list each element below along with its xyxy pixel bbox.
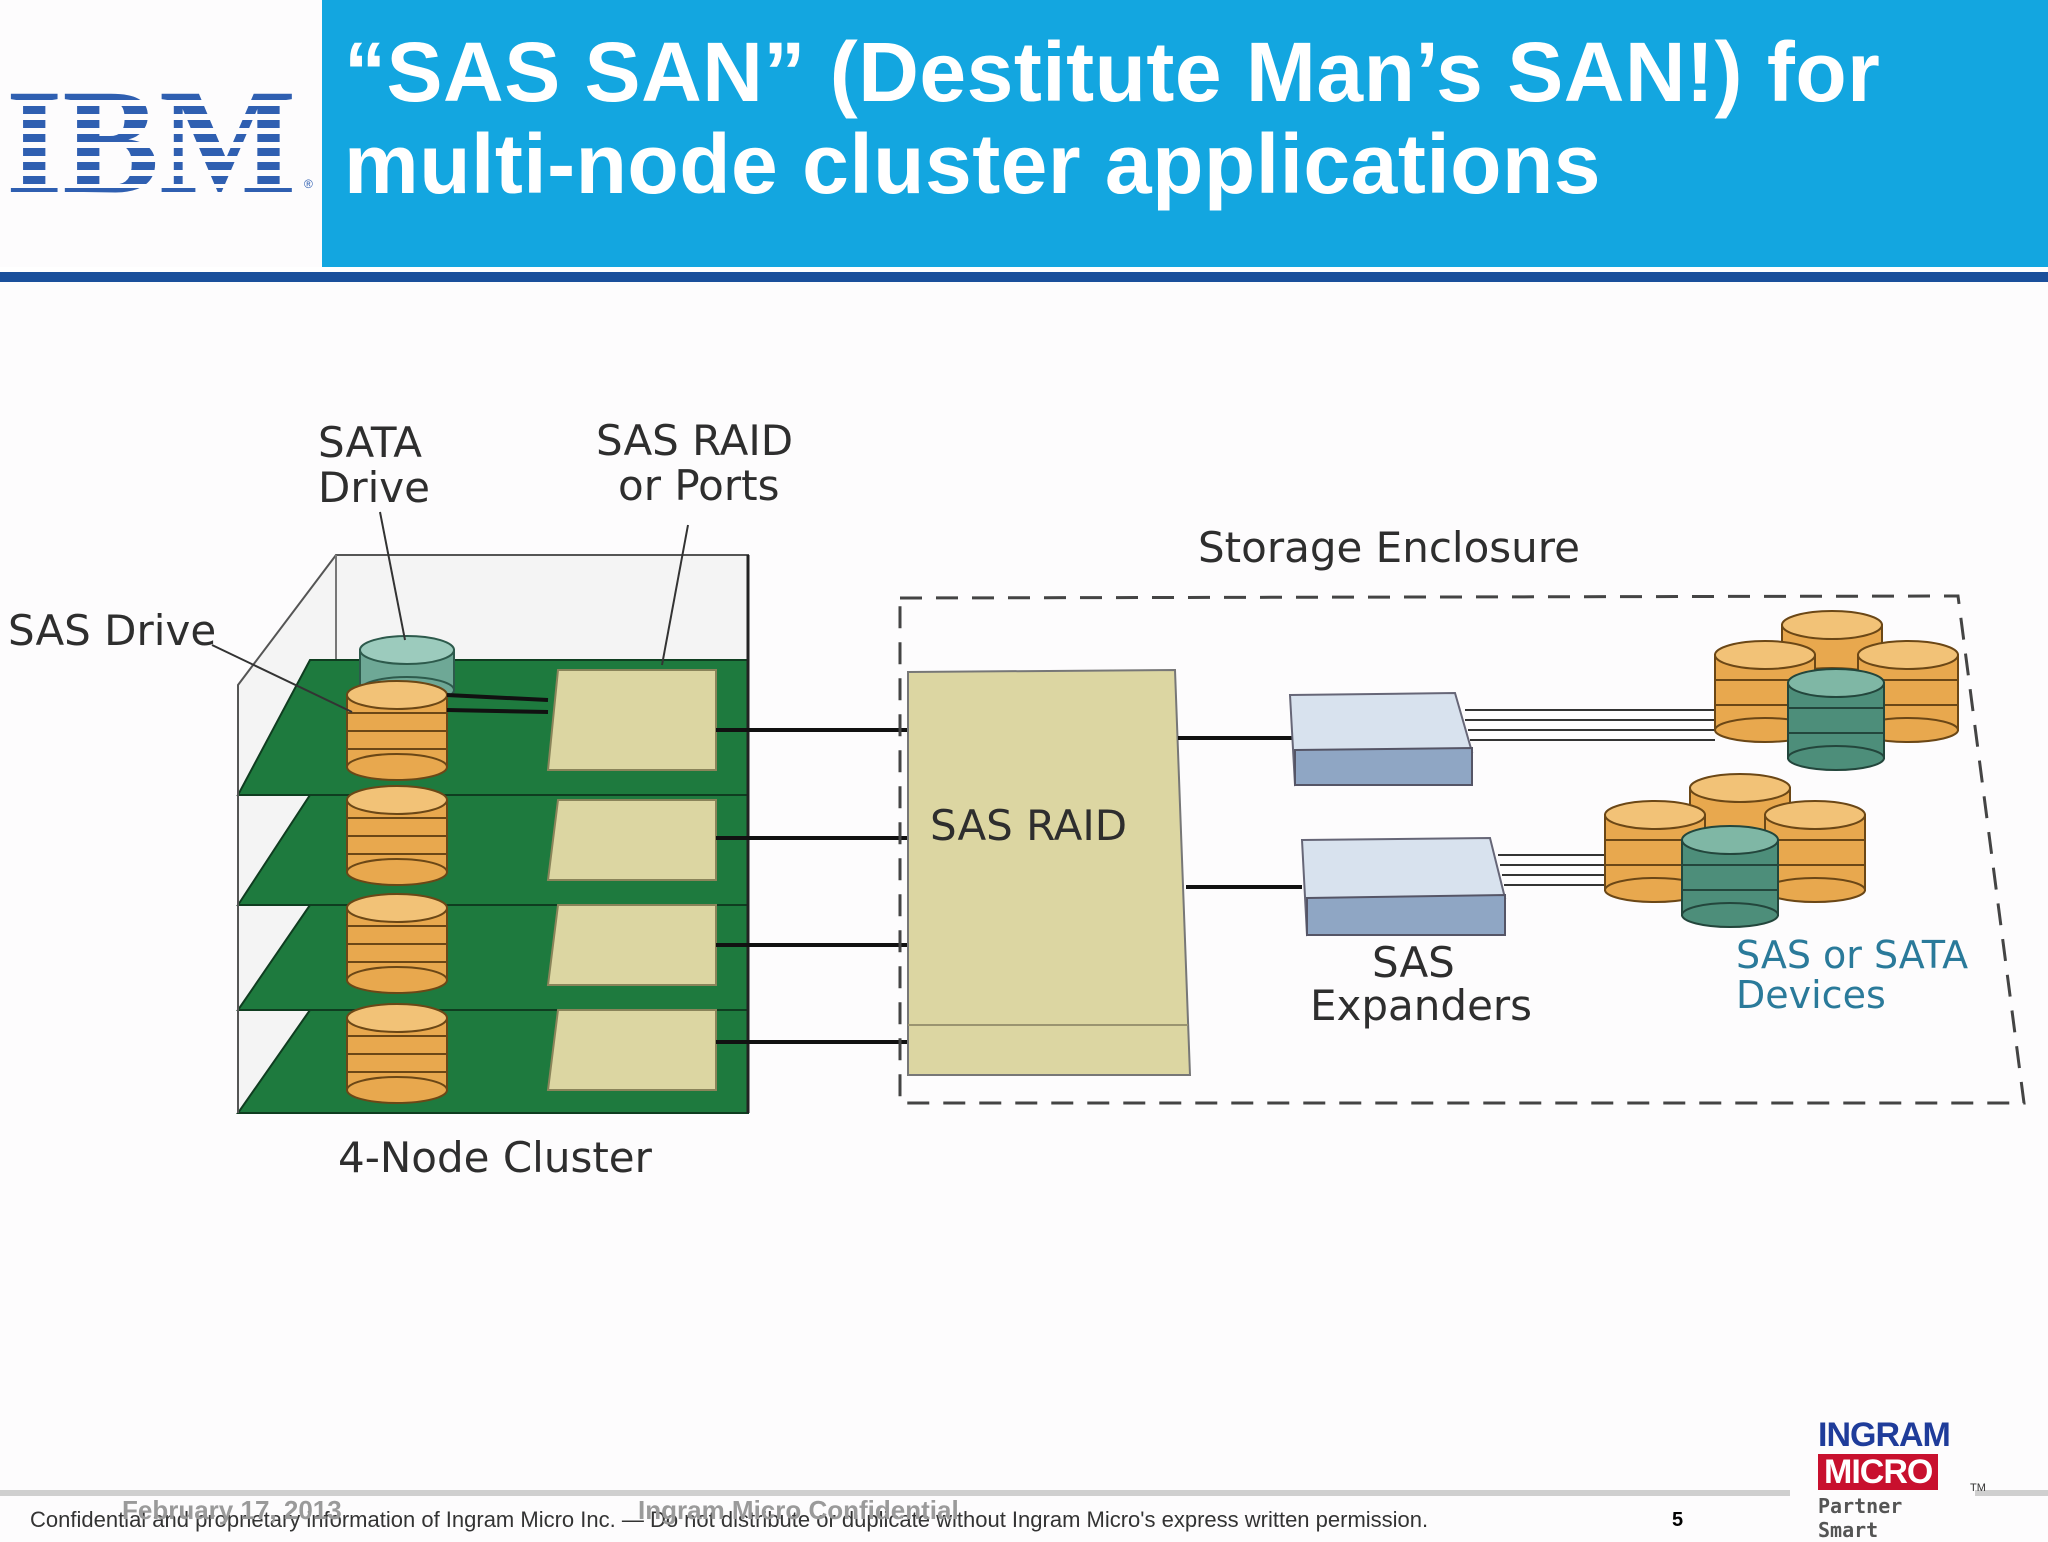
cluster-cables <box>446 693 908 1044</box>
label-sas-expanders-1: SAS <box>1372 938 1455 987</box>
label-sas-sata-devices-2: Devices <box>1736 973 1886 1017</box>
label-sata-drive-1: SATA <box>318 418 422 467</box>
disk-array-icon <box>1604 773 1866 928</box>
label-sas-sata-devices-1: SAS or SATA <box>1736 933 1968 977</box>
label-sas-expanders-2: Expanders <box>1310 981 1532 1030</box>
sas-drive-icon <box>346 680 448 781</box>
page-number: 5 <box>1672 1509 1684 1531</box>
raid-card-icon <box>546 669 717 1091</box>
logo-line-micro: MICRO <box>1818 1454 1939 1490</box>
sas-drive-icon <box>346 785 448 886</box>
footer-date: February 17, 2013 <box>122 1495 342 1525</box>
label-leaders <box>211 511 689 713</box>
slide-title: “SAS SAN” (Destitute Man’s SAN!) for mul… <box>344 25 1881 211</box>
logo-trademark: TM <box>1970 1482 1986 1494</box>
raid-to-expander-cables <box>1178 736 1302 889</box>
label-sas-raid-ports-2: or Ports <box>618 461 779 510</box>
sas-expander-icon <box>1288 691 1474 787</box>
storage-enclosure-boundary <box>898 594 2026 1105</box>
logo-line-ingram: INGRAM <box>1818 1416 1951 1454</box>
label-sata-drive-2: Drive <box>318 463 430 512</box>
logo-tagline: Partner Smart <box>1818 1494 1903 1542</box>
ibm-logo-icon: IBM ® <box>6 78 313 194</box>
label-sas-drive: SAS Drive <box>8 606 216 655</box>
label-cluster: 4-Node Cluster <box>338 1133 653 1180</box>
disk-array-icon <box>1714 610 1959 771</box>
footer-confidentiality-notice: Confidential and proprietary information… <box>30 1507 1429 1532</box>
footer-ingram-confidential: Ingram Micro Confidential <box>638 1495 959 1525</box>
label-sas-raid: SAS RAID <box>930 801 1127 850</box>
title-bar <box>322 0 2048 267</box>
ingram-micro-logo-icon: INGRAM MICRO TM Partner Smart <box>1818 1416 1986 1542</box>
svg-text:®: ® <box>304 177 313 191</box>
sas-expander-icon <box>1300 836 1507 937</box>
header-divider <box>0 272 2048 282</box>
sas-drive-icon <box>346 893 448 994</box>
expander-to-device-cables <box>1465 709 1715 886</box>
sas-raid-box <box>907 668 1192 1076</box>
label-sas-raid-ports-1: SAS RAID <box>596 416 793 465</box>
sas-san-diagram: SATA Drive SAS RAID or Ports SAS Drive S… <box>8 416 2026 1180</box>
sas-drive-icon <box>346 1003 448 1104</box>
header-divider-white <box>0 267 2048 272</box>
footer-divider-right <box>1975 1490 2048 1496</box>
footer-divider <box>0 1490 1790 1496</box>
label-storage-enclosure: Storage Enclosure <box>1198 523 1580 572</box>
